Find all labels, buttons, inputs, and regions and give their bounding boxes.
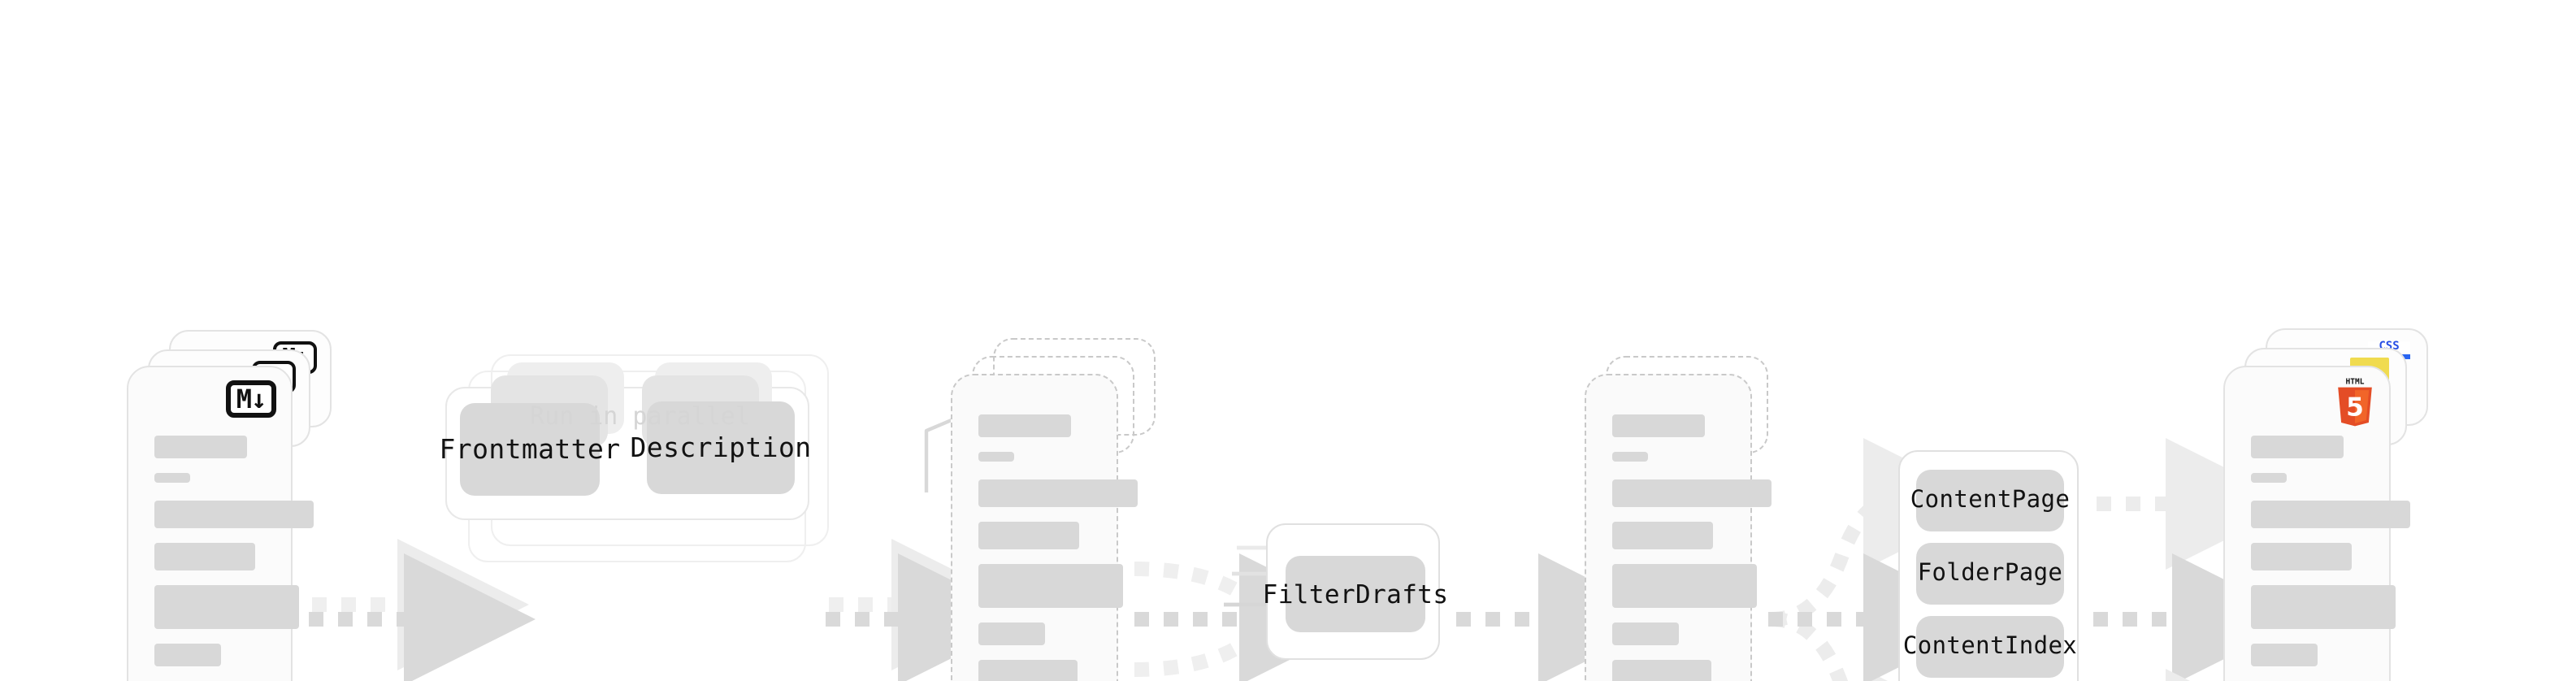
site-placeholder-lines [2251, 436, 2410, 681]
arrow-emitters-to-site [2093, 438, 2304, 681]
stage-filtered-files [1585, 356, 1780, 681]
site-card-front: HTML 5 [2223, 366, 2410, 681]
emitter-chip-contentindex[interactable]: ContentIndex [1903, 616, 2077, 678]
emitter-chip-folderpage[interactable]: FolderPage [1916, 543, 2064, 605]
markdown-card-front: M↓ [127, 366, 314, 681]
html5-icon-digit: 5 [2346, 393, 2364, 422]
stage-markdown-files: M↓ M↓ M↓ [127, 330, 332, 681]
stage-modified-files [951, 338, 1156, 681]
filtered-card-front [1585, 374, 1772, 681]
modified-card-front [951, 374, 1138, 681]
run-in-parallel-label: Run in parallel [530, 401, 750, 431]
stage-generated-site: CSS HTML 5 [2223, 328, 2435, 681]
arrow-filtered-to-emitters [1768, 438, 1995, 681]
emitter-chip-contentpage[interactable]: ContentPage [1910, 470, 2070, 531]
filtered-placeholder-lines [1612, 414, 1772, 681]
arrow-markdown-to-transformers [309, 539, 536, 681]
arrow-modified-to-filters [1134, 553, 1371, 681]
markdown-icon: M↓ [226, 380, 276, 418]
transformer-chip-frontmatter[interactable]: Frontmatter [440, 403, 620, 496]
html5-icon: HTML 5 [2334, 375, 2376, 427]
html5-icon-svg: HTML 5 [2338, 377, 2372, 427]
emitters-box: ContentPage FolderPage ContentIndex [1898, 450, 2079, 681]
markdown-placeholder-lines [154, 436, 314, 681]
transformer-chip-description[interactable]: Description [631, 401, 811, 494]
html5-icon-label: HTML [2346, 377, 2365, 386]
modified-placeholder-lines [978, 414, 1138, 681]
filters-box: FilterDrafts [1263, 523, 1448, 660]
filter-chip-filterdrafts[interactable]: FilterDrafts [1263, 556, 1448, 632]
arrow-transformers-to-modified [826, 539, 1030, 681]
stage-transformers: Frontmatter Description [440, 354, 829, 605]
